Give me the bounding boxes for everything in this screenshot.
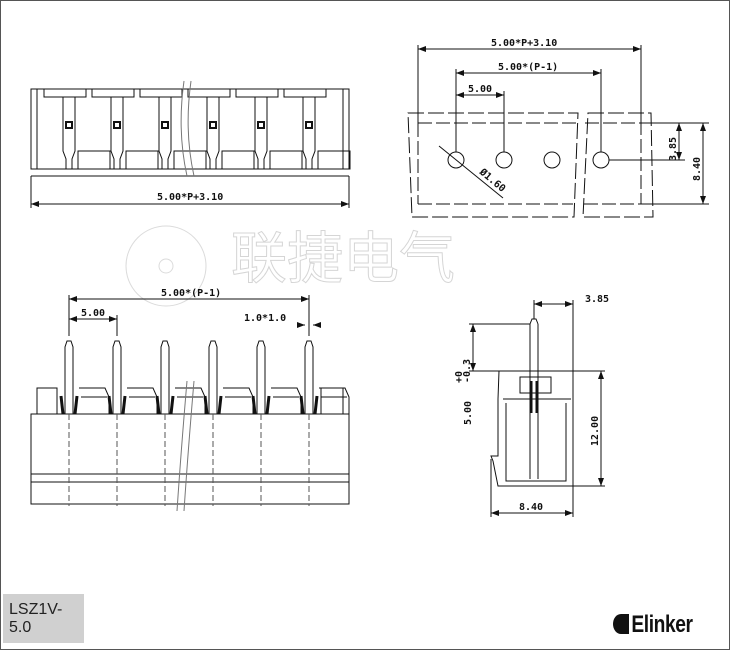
latch-rib (158, 97, 172, 169)
housing-block (223, 387, 254, 414)
pin (208, 340, 218, 414)
cell-window (125, 150, 159, 170)
brand-logo: Elinker (613, 611, 693, 639)
latch-rib (206, 97, 220, 169)
housing-block (271, 387, 302, 414)
cell-window (317, 150, 351, 170)
width-dimension: 8.40 (519, 502, 543, 513)
pin-shoulder (107, 395, 127, 415)
contact-square (161, 121, 169, 129)
latch-bar (91, 88, 135, 98)
cell-window (221, 150, 255, 170)
contact-square (113, 121, 121, 129)
latch-rib (62, 97, 76, 169)
side-view (469, 300, 605, 517)
pin-shoulder (251, 395, 271, 415)
pin-shoulder (299, 395, 319, 415)
pin-tolerance-upper: +0 (454, 371, 465, 383)
hole-offset-dimension: 3.85 (668, 137, 679, 161)
latch-rib (302, 97, 316, 169)
contact-square (257, 121, 265, 129)
latch-rib (110, 97, 124, 169)
contact-square (209, 121, 217, 129)
housing-block (175, 387, 206, 414)
model-label: LSZ1V-5.0 (3, 594, 84, 643)
pin (304, 340, 314, 414)
latch-bar (43, 88, 87, 98)
pin (112, 340, 122, 414)
housing-block (319, 387, 350, 414)
pin-tolerance-lower: -0.3 (462, 359, 473, 383)
housing-end (36, 387, 58, 415)
hole-span-dimension: 5.00*(P-1) (498, 62, 558, 73)
watermark-text: 联捷电气 (231, 227, 455, 292)
latch-rib (254, 97, 268, 169)
top-view (30, 80, 351, 208)
pin (256, 340, 266, 414)
pin-shoulder (203, 395, 223, 415)
hole-pitch-dimension: 5.00 (468, 84, 492, 95)
contact-square (305, 121, 313, 129)
latch-bar (139, 88, 183, 98)
front-view (30, 295, 350, 512)
height-dimension: 12.00 (590, 416, 601, 446)
contact-square (65, 121, 73, 129)
latch-bar (283, 88, 327, 98)
hole-view (407, 45, 709, 218)
pin (160, 340, 170, 414)
watermark: 联捷电气 (125, 225, 456, 307)
pin-size-dimension: 1.0*1.0 (244, 313, 286, 324)
pin-length-dimension: 5.00 (463, 401, 474, 425)
front-span-dimension: 5.00*(P-1) (161, 288, 221, 299)
pin-shoulder (155, 395, 175, 415)
housing-block (79, 387, 110, 414)
cell-window (77, 150, 111, 170)
front-pitch-dimension: 5.00 (81, 308, 105, 319)
cell-window (269, 150, 303, 170)
hole-depth-dimension: 8.40 (692, 157, 703, 181)
housing-end (320, 387, 344, 415)
hole-width-dimension: 5.00*P+3.10 (491, 38, 557, 49)
housing-block (127, 387, 158, 414)
pin (64, 340, 74, 414)
latch-bar (187, 88, 231, 98)
pin-offset-dimension: 3.85 (585, 294, 609, 305)
brand-mark-icon (613, 614, 629, 634)
latch-bar (235, 88, 279, 98)
top-width-dimension: 5.00*P+3.10 (157, 192, 223, 203)
brand-name: Elinker (631, 611, 693, 638)
pin-shoulder (59, 395, 79, 415)
